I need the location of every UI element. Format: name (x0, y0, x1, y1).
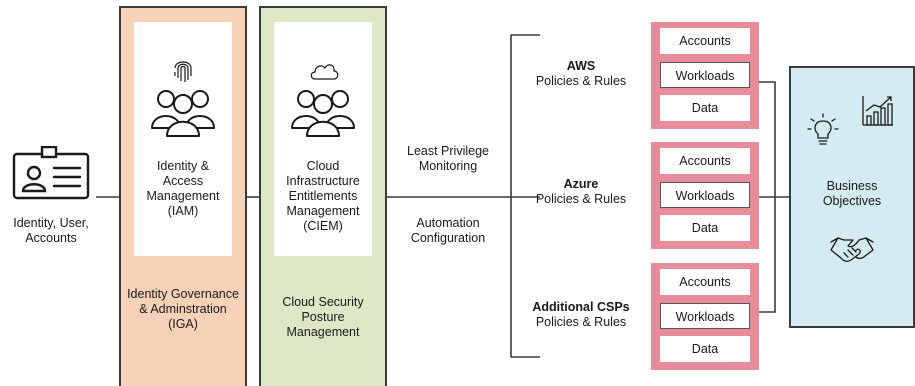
workloads-item: Workloads (660, 303, 750, 329)
cspm-label: Cloud Security Posture Management (282, 295, 364, 339)
accounts-item: Accounts (660, 269, 750, 295)
cloud-icon (308, 60, 340, 82)
accounts-item: Accounts (660, 148, 750, 174)
automation-label: Automation Configuration (410, 216, 486, 245)
identity-label: Identity, User, Accounts (13, 216, 89, 245)
data-item: Data (660, 95, 750, 121)
csp-box-additional: Accounts Workloads Data (651, 263, 759, 370)
lightbulb-icon (807, 112, 839, 148)
ciem-label: Cloud Infrastructure Entitlements Manage… (286, 159, 360, 233)
id-badge-icon (12, 145, 92, 200)
ciem-panel: Cloud Infrastructure Entitlements Manage… (274, 22, 372, 256)
data-item: Data (660, 336, 750, 362)
workloads-item: Workloads (660, 62, 750, 88)
csp-box-aws: Accounts Workloads Data (651, 22, 759, 129)
iam-panel: Identity & Access Management (IAM) (134, 22, 232, 256)
business-objectives-panel: Business Objectives (789, 66, 915, 328)
accounts-item: Accounts (660, 28, 750, 54)
workloads-item: Workloads (660, 182, 750, 208)
csp-title-aws: AWS Policies & Rules (535, 59, 627, 88)
data-item: Data (660, 215, 750, 241)
growth-chart-icon (861, 94, 895, 128)
csp-title-additional: Additional CSPs Policies & Rules (532, 300, 630, 329)
handshake-icon (829, 232, 875, 266)
iam-label: Identity & Access Management (IAM) (146, 159, 220, 218)
users-group-icon (148, 84, 218, 140)
iga-label: Identity Governance & Adminstration (IGA… (127, 287, 239, 331)
least-privilege-label: Least Privilege Monitoring (407, 144, 489, 173)
csp-box-azure: Accounts Workloads Data (651, 142, 759, 249)
cspm-column: Cloud Infrastructure Entitlements Manage… (259, 6, 387, 386)
fingerprint-icon (172, 58, 194, 84)
csp-title-azure: Azure Policies & Rules (535, 177, 627, 206)
iga-column: Identity & Access Management (IAM) Ident… (119, 6, 247, 386)
business-objectives-label: Business Objectives (822, 179, 882, 208)
users-group-icon (288, 84, 358, 140)
